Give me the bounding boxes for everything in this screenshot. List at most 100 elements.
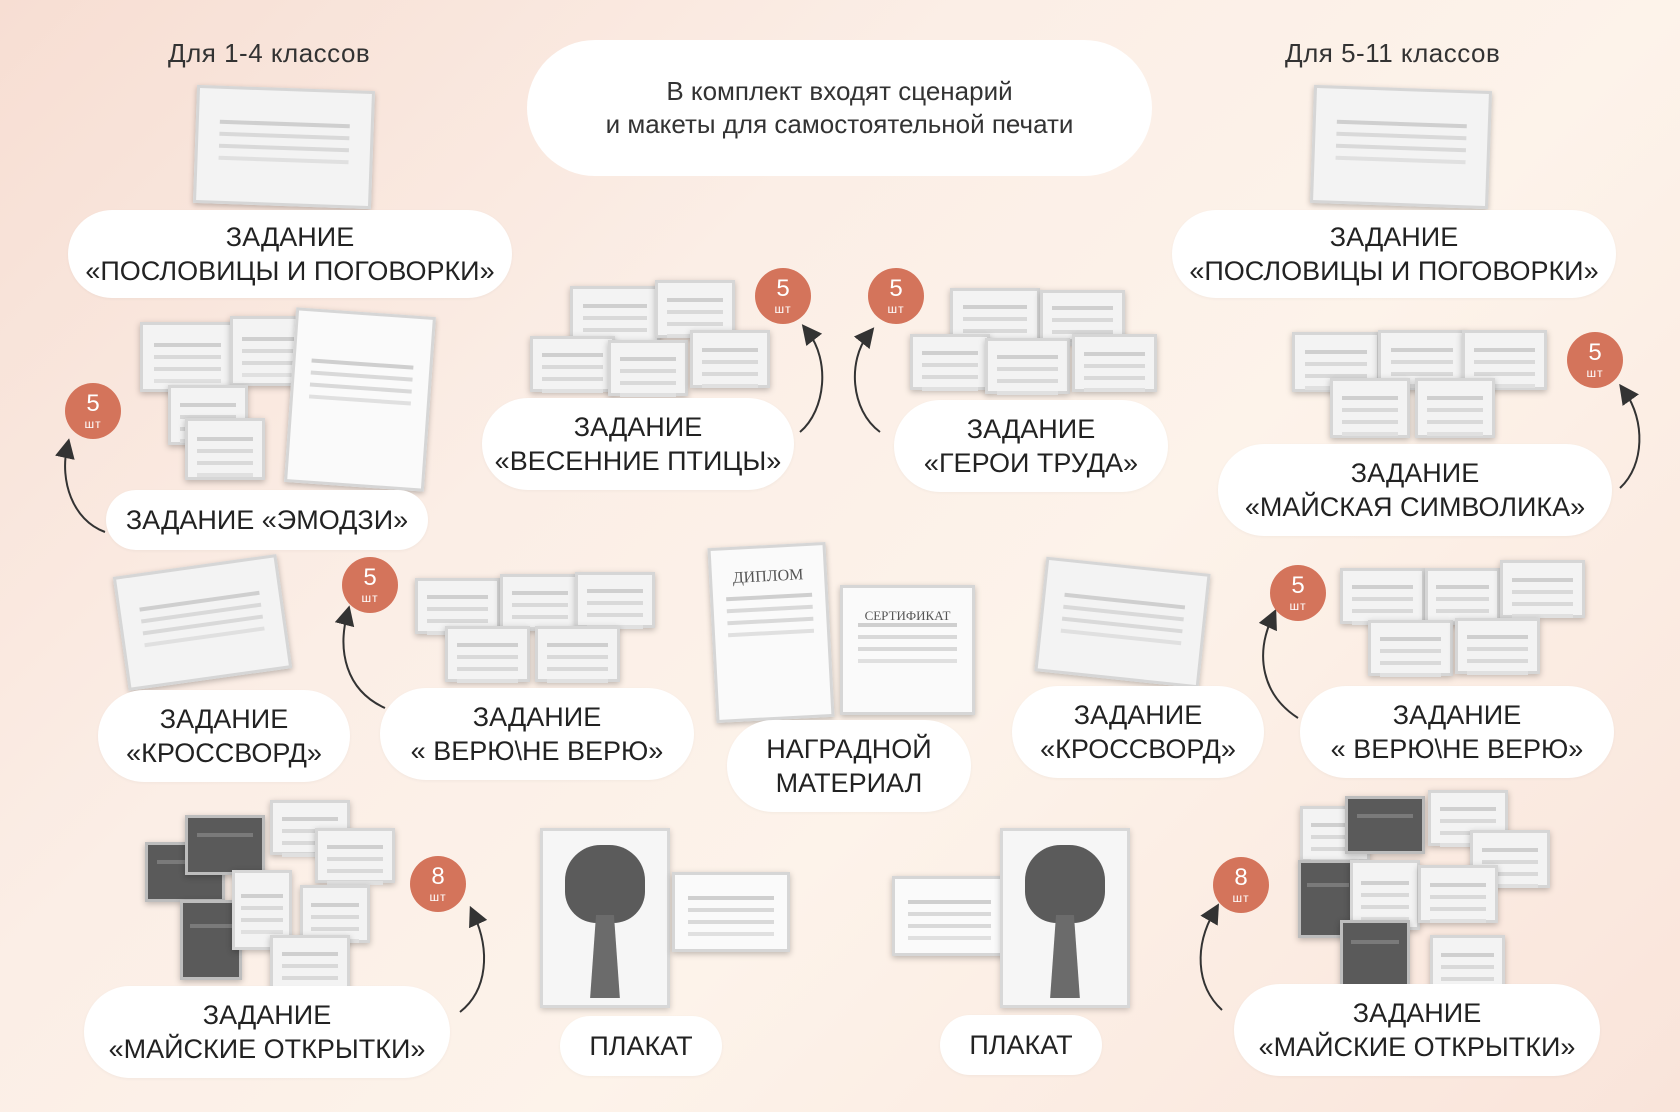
- believe-left-card-5: [535, 626, 620, 682]
- postcard-right-7: [1418, 865, 1498, 923]
- badge-count: 8: [1234, 864, 1248, 891]
- label-line-1: ЗАДАНИЕ: [1350, 458, 1480, 488]
- badge-emoji: 5 шт: [65, 383, 121, 439]
- heroes-card-preview-3: [910, 334, 990, 390]
- believe-right-card-1: [1340, 568, 1425, 624]
- proverbs-left-preview: [192, 84, 376, 210]
- symbols-card-preview-5: [1415, 378, 1495, 438]
- arrow-path-emoji: [55, 438, 106, 533]
- label-poster-right: ПЛАКАТ: [940, 1015, 1102, 1075]
- label-crossword-right: ЗАДАНИЕ «КРОССВОРД»: [1012, 686, 1264, 778]
- tree-crown-shape: [1025, 844, 1105, 924]
- birds-card-preview-5: [690, 330, 770, 388]
- emoji-card-preview-1: [140, 322, 235, 392]
- believe-left-card-3: [575, 572, 655, 628]
- label-line-2: «МАЙСКАЯ СИМВОЛИКА»: [1244, 492, 1586, 522]
- label-line-1: ЗАДАНИЕ: [472, 702, 602, 732]
- arrow-path-symbols: [1619, 383, 1641, 489]
- postcard-right-9: [1430, 935, 1505, 993]
- badge-unit: шт: [1289, 599, 1307, 613]
- certificate-title: СЕРТИФИКАТ: [864, 608, 951, 623]
- postcard-left-4: [315, 828, 395, 883]
- postcard-right-4: [1470, 830, 1550, 888]
- label-line-2: «ПОСЛОВИЦЫ И ПОГОВОРКИ»: [85, 256, 495, 286]
- label-line-2: « ВЕРЮ\НЕ ВЕРЮ»: [410, 736, 664, 766]
- label-line-2: «МАЙСКИЕ ОТКРЫТКИ»: [108, 1034, 426, 1064]
- believe-left-card-2: [500, 574, 580, 630]
- label-line-2: МАТЕРИАЛ: [775, 768, 923, 798]
- badge-believe-right: 5 шт: [1270, 565, 1326, 621]
- badge-count: 5: [776, 275, 790, 302]
- birds-card-preview-2: [655, 280, 735, 338]
- badge-heroes: 5 шт: [868, 268, 924, 324]
- label-line-1: ПЛАКАТ: [589, 1031, 693, 1061]
- proverbs-right-preview: [1309, 84, 1493, 210]
- intro-line-2: и макеты для самостоятельной печати: [605, 109, 1074, 139]
- badge-unit: шт: [429, 890, 447, 904]
- arrow-path-cards-right: [1199, 903, 1223, 1011]
- postcard-right-3: [1428, 790, 1508, 846]
- badge-cards-left: 8 шт: [410, 856, 466, 912]
- label-award: НАГРАДНОЙ МАТЕРИАЛ: [727, 720, 971, 812]
- birds-card-preview-3: [530, 336, 615, 392]
- arrow-path-heroes: [853, 327, 881, 433]
- badge-count: 5: [1588, 339, 1602, 366]
- symbols-card-preview-4: [1330, 378, 1410, 438]
- certificate-preview: СЕРТИФИКАТ: [840, 585, 975, 715]
- label-line-1: ЗАДАНИЕ: [1392, 700, 1522, 730]
- label-believe-right: ЗАДАНИЕ « ВЕРЮ\НЕ ВЕРЮ»: [1300, 686, 1614, 778]
- label-line-2: «КРОССВОРД»: [126, 738, 322, 768]
- label-line-2: «ГЕРОИ ТРУДА»: [923, 448, 1139, 478]
- intro-line-1: В комплект входят сценарий: [666, 76, 1013, 106]
- believe-left-card-4: [445, 626, 530, 682]
- badge-unit: шт: [1586, 366, 1604, 380]
- emoji-card-preview-4: [185, 418, 265, 480]
- diploma-preview: ДИПЛОМ: [707, 542, 835, 723]
- label-line-1: ЗАДАНИЕ: [1073, 700, 1203, 730]
- badge-count: 8: [431, 863, 445, 890]
- postcard-left-8: [270, 935, 350, 990]
- badge-unit: шт: [84, 417, 102, 431]
- badge-unit: шт: [1232, 891, 1250, 905]
- postcard-left-2: [185, 815, 265, 875]
- intro-bubble: В комплект входят сценарий и макеты для …: [527, 40, 1152, 176]
- label-line-1: НАГРАДНОЙ: [766, 734, 932, 764]
- badge-unit: шт: [887, 302, 905, 316]
- label-line-2: « ВЕРЮ\НЕ ВЕРЮ»: [1330, 734, 1584, 764]
- believe-right-card-2: [1425, 568, 1500, 624]
- label-line-1: ПЛАКАТ: [969, 1030, 1073, 1060]
- arrow-path-cards-left: [459, 905, 488, 1013]
- label-believe-left: ЗАДАНИЕ « ВЕРЮ\НЕ ВЕРЮ»: [380, 688, 694, 780]
- label-cards-right: ЗАДАНИЕ «МАЙСКИЕ ОТКРЫТКИ»: [1234, 984, 1600, 1076]
- label-line-2: «МАЙСКИЕ ОТКРЫТКИ»: [1258, 1032, 1576, 1062]
- badge-birds: 5 шт: [755, 268, 811, 324]
- label-crossword-left: ЗАДАНИЕ «КРОССВОРД»: [98, 690, 350, 782]
- crossword-left-preview: [112, 554, 293, 691]
- badge-symbols: 5 шт: [1567, 332, 1623, 388]
- badge-count: 5: [889, 275, 903, 302]
- badge-cards-right: 8 шт: [1213, 857, 1269, 913]
- poster-left-banners: [672, 872, 790, 952]
- tree-trunk-shape: [590, 914, 620, 999]
- postcard-right-2: [1345, 796, 1425, 854]
- crossword-right-preview: [1034, 556, 1211, 689]
- believe-right-card-4: [1368, 620, 1453, 676]
- badge-count: 5: [363, 564, 377, 591]
- label-symbols: ЗАДАНИЕ «МАЙСКАЯ СИМВОЛИКА»: [1218, 444, 1612, 536]
- heroes-card-preview-4: [985, 338, 1070, 394]
- badge-believe-left: 5 шт: [342, 557, 398, 613]
- badge-unit: шт: [774, 302, 792, 316]
- label-line-1: ЗАДАНИЕ: [1329, 222, 1459, 252]
- birds-card-preview-4: [608, 340, 688, 396]
- label-line-2: «ВЕСЕННИЕ ПТИЦЫ»: [494, 446, 782, 476]
- arrow-path-believe-left: [334, 605, 386, 709]
- badge-unit: шт: [361, 591, 379, 605]
- tree-trunk-shape: [1050, 914, 1080, 999]
- label-poster-left: ПЛАКАТ: [560, 1016, 722, 1076]
- poster-left-preview: [540, 828, 670, 1008]
- label-birds: ЗАДАНИЕ «ВЕСЕННИЕ ПТИЦЫ»: [482, 398, 794, 490]
- grade-label-primary: Для 1-4 классов: [168, 38, 371, 68]
- label-line-1: ЗАДАНИЕ «ЭМОДЗИ»: [125, 505, 409, 535]
- emoji-sheet-preview: [284, 307, 436, 492]
- label-cards-left: ЗАДАНИЕ «МАЙСКИЕ ОТКРЫТКИ»: [84, 986, 450, 1078]
